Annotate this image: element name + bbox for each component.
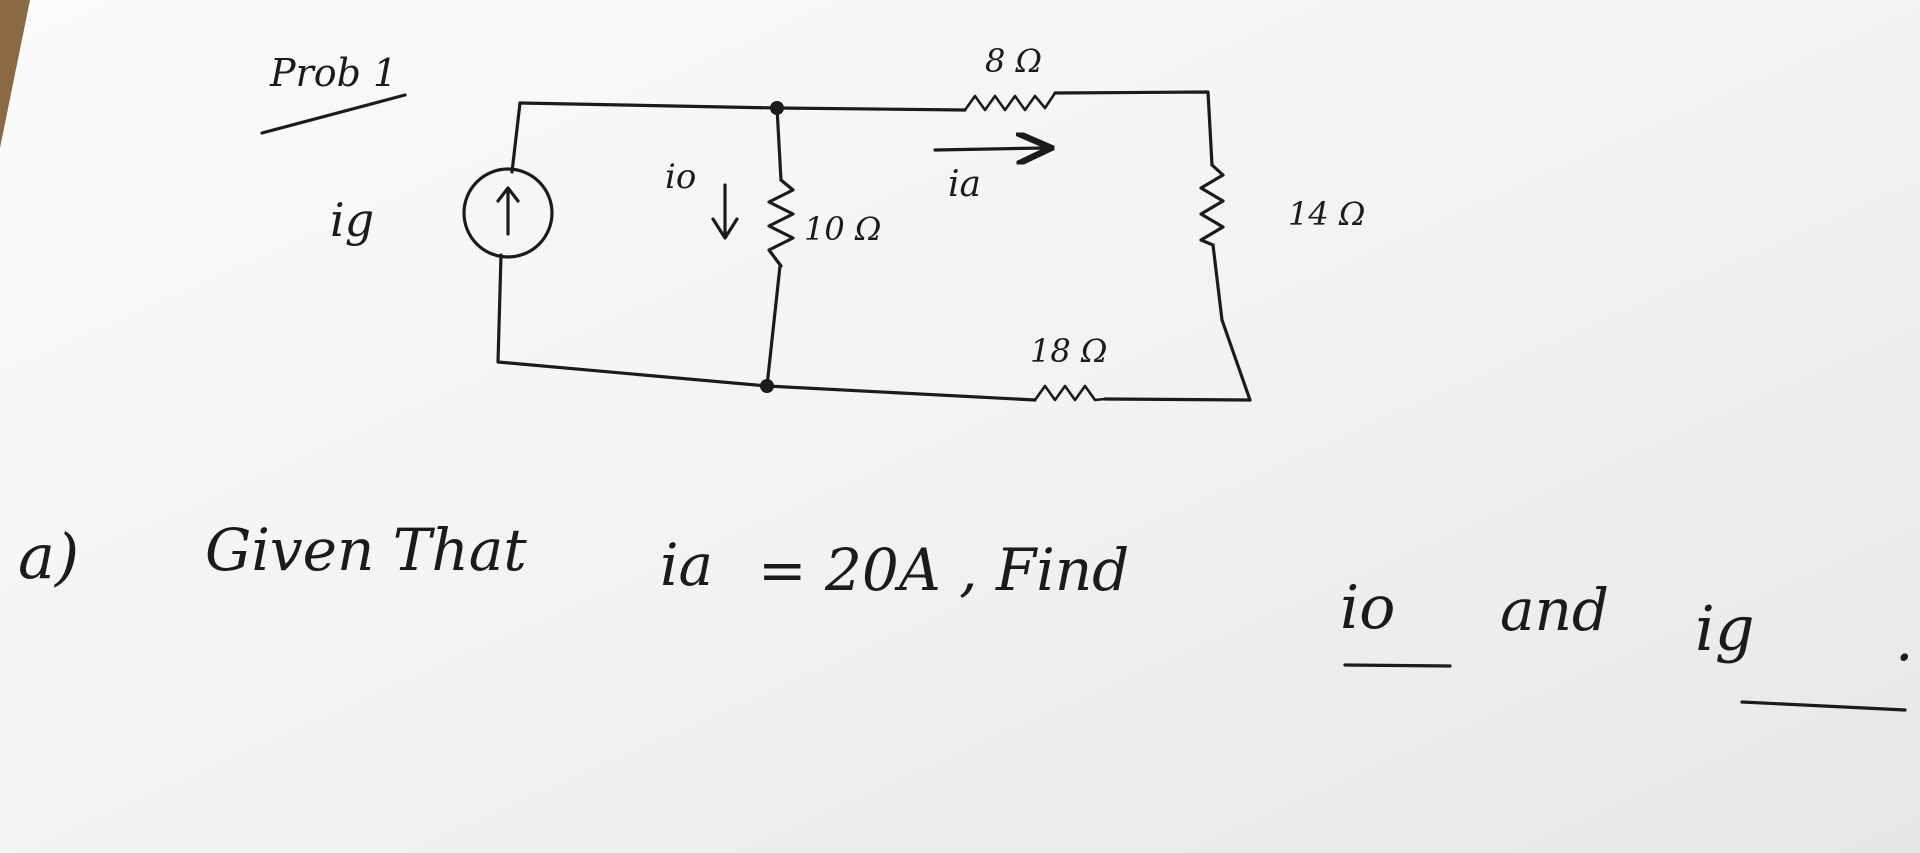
question-line: a) Given That ia = 20A , Find io and ig …: [18, 516, 1913, 712]
resistor-14-ohm-label: 14 Ω: [1288, 195, 1365, 233]
resistor-8-ohm-label: 8 Ω: [985, 42, 1042, 80]
question-var-ia: ia: [660, 531, 713, 599]
wire-middle-bottom: [765, 264, 782, 388]
series-current-label: ia: [948, 164, 981, 205]
wire-bottom-right: [1103, 397, 1252, 402]
source-current-label: ig: [330, 193, 374, 247]
io-underline: [1343, 663, 1452, 668]
resistor-10-ohm: [767, 178, 795, 268]
resistor-8-ohm: [963, 91, 1057, 112]
wire-top-left: [518, 101, 779, 110]
question-end-mark: .: [1895, 606, 1913, 674]
question-text-given: Given That: [205, 516, 527, 584]
wire-source-top: [510, 101, 522, 174]
wire-top-to-8ohm: [775, 106, 967, 112]
resistor-18-ohm: [1033, 384, 1107, 402]
branch-current-label: io: [665, 157, 696, 197]
question-var-ig: ig: [1695, 592, 1755, 665]
problem-heading: Prob 1: [269, 51, 397, 95]
question-text-find: = 20A , Find: [758, 536, 1129, 604]
node-bottom-junction: [760, 379, 774, 393]
question-text-and: and: [1500, 576, 1609, 644]
question-var-io: io: [1340, 573, 1395, 643]
circuit-wires: [496, 90, 1252, 402]
io-arrow: [711, 183, 739, 240]
current-source-symbol: [462, 167, 554, 259]
ig-underline: [1740, 700, 1907, 712]
wire-right-lower: [1211, 243, 1252, 402]
node-top-junction: [770, 101, 784, 115]
resistor-14-ohm: [1199, 163, 1225, 247]
wire-bottom-left: [496, 253, 769, 388]
question-part-label: a): [18, 520, 79, 593]
resistor-18-ohm-label: 18 Ω: [1030, 332, 1107, 370]
resistor-10-ohm-label: 10 Ω: [804, 210, 881, 248]
wire-bottom-middle: [765, 384, 1037, 402]
ia-arrow: [933, 148, 1045, 150]
wire-middle-top: [775, 106, 783, 182]
wire-top-right: [1053, 90, 1214, 167]
heading-underline: [260, 93, 407, 135]
